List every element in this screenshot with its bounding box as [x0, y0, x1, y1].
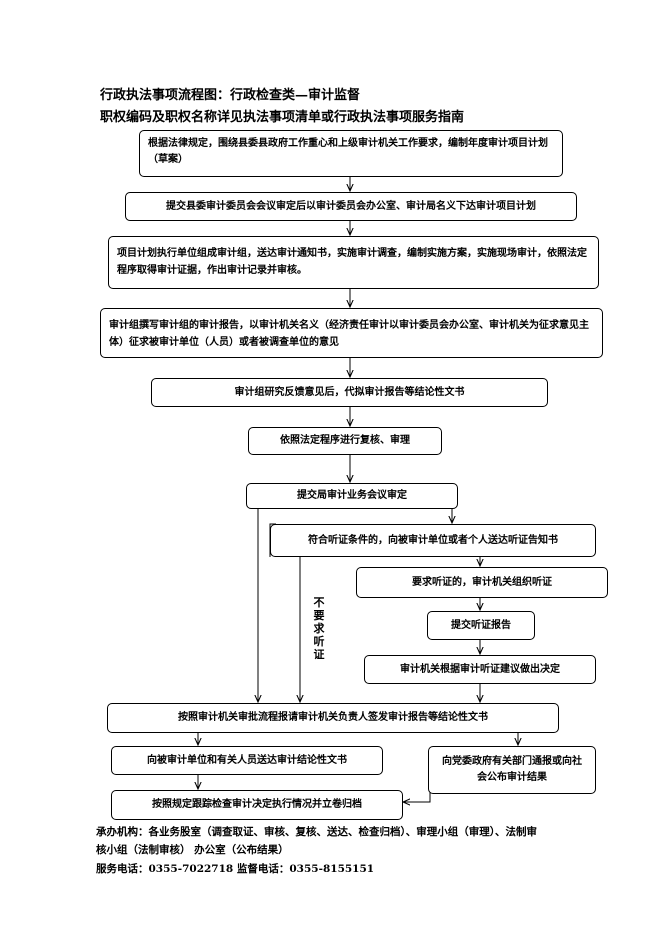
- step-hearing-decision: 审计机关根据审计听证建议做出决定: [364, 655, 596, 684]
- footer-org-line2: 核小组（法制审核） 办公室（公布结果）: [96, 844, 289, 856]
- step-review: 依照法定程序进行复核、审理: [248, 427, 442, 455]
- step-publish-results: 向党委政府有关部门通报或向社会公布审计结果: [428, 746, 596, 794]
- step-draft-report: 审计组撰写审计组的审计报告，以审计机关名义（经济责任审计以审计委员会办公室、审计…: [100, 308, 603, 358]
- step-track-archive: 按照规定跟踪检查审计决定执行情况并立卷归档: [111, 790, 403, 820]
- footer-phones: 服务电话：0355-7022718 监督电话：0355-8155151: [96, 863, 375, 875]
- no-hearing-label: 不要求听证: [313, 596, 325, 661]
- flow-subtitle: 职权编码及职权名称详见执法事项清单或行政执法事项服务指南: [100, 110, 465, 125]
- footer-org-line1: 承办机构：各业务股室（调查取证、审核、复核、送达、检查归档）、审理小组（审理）、…: [96, 826, 537, 838]
- flow-title: 行政执法事项流程图：行政检查类—审计监督: [100, 88, 361, 103]
- step-sign-report: 按照审计机关审批流程报请审计机关负责人签发审计报告等结论性文书: [107, 703, 559, 733]
- step-hearing-report: 提交听证报告: [427, 611, 535, 640]
- step-deliver-conclusion: 向被审计单位和有关人员送达审计结论性文书: [111, 746, 383, 775]
- step-issue-plan: 提交县委审计委员会会议审定后以审计委员会办公室、审计局名义下达审计项目计划: [125, 192, 577, 221]
- step-business-meeting: 提交局审计业务会议审定: [246, 483, 458, 509]
- step-hearing-notice: 符合听证条件的，向被审计单位或者个人送达听证告知书: [270, 524, 596, 557]
- step-plan-draft: 根据法律规定，围绕县委县政府工作重心和上级审计机关工作要求，编制年度审计项目计划…: [139, 130, 563, 177]
- step-field-audit: 项目计划执行单位组成审计组，送达审计通知书，实施审计调查，编制实施方案，实施现场…: [108, 236, 599, 289]
- step-draft-conclusion: 审计组研究反馈意见后，代拟审计报告等结论性文书: [151, 378, 548, 407]
- step-organize-hearing: 要求听证的，审计机关组织听证: [356, 567, 608, 598]
